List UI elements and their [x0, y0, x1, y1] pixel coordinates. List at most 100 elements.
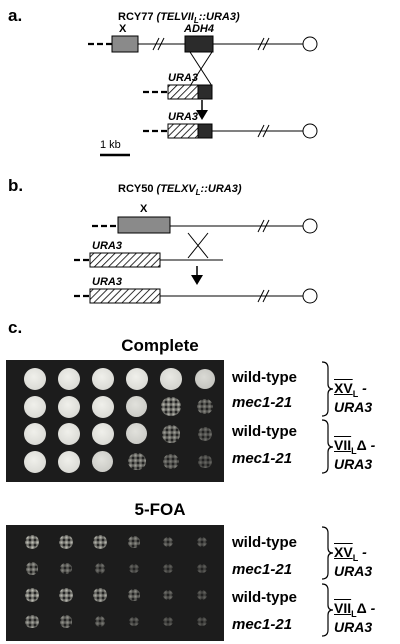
panel-b-telomere	[302, 218, 318, 234]
panel-b-x-label: X	[140, 203, 148, 215]
foa-row2-strain: mec1-21	[232, 561, 293, 578]
complete-colony-spot	[24, 368, 46, 390]
panel-a-break-mark	[152, 37, 160, 51]
panel-a-x-label: X	[119, 23, 127, 35]
foa-row3-strain: wild-type	[232, 589, 298, 606]
foa-group1-label: XVL - URA3	[334, 544, 373, 579]
panels-ab-diagram	[74, 35, 318, 304]
foa-colony-spot	[163, 563, 173, 574]
complete-colony-spot	[24, 450, 46, 473]
panel-b-break-mark	[257, 219, 265, 233]
complete-colony-spot	[198, 454, 212, 469]
foa-colony-spot	[60, 562, 72, 575]
panel-b-strain: RCY50	[118, 183, 154, 195]
complete-row3-strain: wild-type	[232, 423, 298, 440]
foa-colony-spot	[58, 587, 74, 603]
foa-colony-spot	[128, 536, 140, 548]
panel-b-genotype-sub: L	[195, 188, 201, 198]
foa-colony-spot	[162, 536, 174, 548]
foa-colony-spot	[94, 563, 106, 574]
panel-a-ura3-label-top: URA3	[168, 72, 198, 84]
complete-colony-spot	[163, 453, 179, 470]
complete-row4-strain: mec1-21	[232, 450, 293, 467]
complete-colony-spot	[24, 395, 46, 418]
foa-colony-spot	[59, 615, 72, 628]
foa-colony-spot	[163, 590, 173, 600]
foa-row4-strain: mec1-21	[232, 616, 293, 633]
panel-a-adh4-label: ADH4	[184, 23, 214, 35]
panel-b-ura3-label-bottom: URA3	[92, 276, 122, 288]
foa-colony-spot	[93, 535, 107, 549]
complete-colony-spot	[92, 395, 114, 418]
panel-c-letter: c.	[8, 318, 23, 337]
panel-a-strain: RCY77	[118, 11, 154, 23]
panel-b-ura3-box-top	[89, 252, 161, 268]
panel-a-telomere	[302, 36, 318, 52]
panel-a-genotype-prefix: (TELVII	[156, 11, 194, 23]
foa-colony-spot	[58, 534, 74, 550]
panel-a-genotype-sub: L	[193, 16, 199, 26]
complete-row1-strain: wild-type	[232, 369, 298, 386]
foa-colony-spot	[197, 616, 207, 627]
panel-b-x-box	[117, 216, 171, 234]
foa-group2-label: VIILΔ - URA3	[334, 600, 376, 635]
plate-complete	[6, 360, 224, 482]
panel-b-ura3-label-top: URA3	[92, 240, 122, 252]
complete-colony-spot	[24, 423, 46, 445]
bracket-complete-xv	[321, 361, 334, 417]
complete-group1-label: XVL - URA3	[334, 380, 373, 415]
foa-colony-spot	[24, 534, 40, 550]
foa-colony-spot	[25, 614, 39, 629]
foa-colony-spot	[129, 616, 139, 627]
complete-colony-spot	[58, 368, 80, 390]
plate-complete-title: Complete	[121, 336, 199, 355]
complete-colony-spot	[161, 396, 181, 416]
foa-row1-strain: wild-type	[232, 534, 298, 551]
complete-colony-spot	[126, 368, 148, 390]
bracket-complete-vii	[321, 419, 334, 474]
panel-b-letter: b.	[8, 176, 24, 195]
complete-colony-spot	[162, 425, 180, 443]
panel-a-letter: a.	[8, 6, 23, 25]
foa-colony-spot	[163, 616, 173, 627]
foa-colony-spot	[197, 563, 207, 574]
complete-colony-spot	[160, 368, 182, 390]
plate-5foa-title: 5-FOA	[134, 500, 186, 519]
foa-colony-spot	[24, 587, 40, 603]
complete-colony-spot	[197, 398, 213, 415]
foa-colony-spot	[129, 563, 139, 574]
panel-a-ura3-label-bottom: URA3	[168, 111, 198, 123]
foa-colony-spot	[197, 590, 207, 600]
panel-b-ura3-box-result	[89, 288, 161, 304]
complete-colony-spot	[194, 368, 216, 390]
complete-colony-spot	[126, 423, 148, 445]
foa-colony-spot	[94, 616, 106, 627]
panel-a-ura3-box-top	[167, 84, 199, 100]
complete-colony-spot	[58, 423, 80, 445]
complete-colony-spot	[92, 423, 114, 445]
foa-colony-spot	[93, 588, 107, 602]
panel-a-ura3-box-result	[167, 123, 199, 139]
complete-colony-spot	[92, 368, 114, 390]
complete-row2-strain: mec1-21	[232, 394, 293, 411]
foa-colony-spot	[128, 589, 140, 601]
panel-b-genotype-prefix: (TELXV	[156, 183, 196, 195]
panel-a-x-box	[111, 35, 139, 53]
panel-a-adh4-box	[184, 35, 214, 53]
foa-colony-spot	[25, 562, 39, 575]
panel-b-title: RCY50 (TELXVL::URA3)	[118, 183, 242, 197]
panel-a-break-mark-2	[257, 37, 265, 51]
foa-colony-spot	[197, 537, 207, 547]
complete-colony-spot	[197, 426, 213, 442]
complete-colony-spot	[58, 450, 80, 473]
panel-a-scale-label: 1 kb	[100, 139, 121, 151]
plate-5foa	[6, 525, 224, 641]
panel-a-title: RCY77 (TELVIIL::URA3)	[118, 11, 240, 25]
bracket-foa-vii	[321, 583, 334, 637]
complete-colony-spot	[58, 395, 80, 418]
complete-colony-spot	[92, 450, 114, 472]
complete-colony-spot	[126, 395, 148, 417]
panel-a-genotype-suffix: ::URA3)	[198, 11, 240, 23]
panel-b-genotype-suffix: ::URA3)	[200, 183, 242, 195]
complete-group2-label: VIILΔ - URA3	[334, 437, 376, 472]
